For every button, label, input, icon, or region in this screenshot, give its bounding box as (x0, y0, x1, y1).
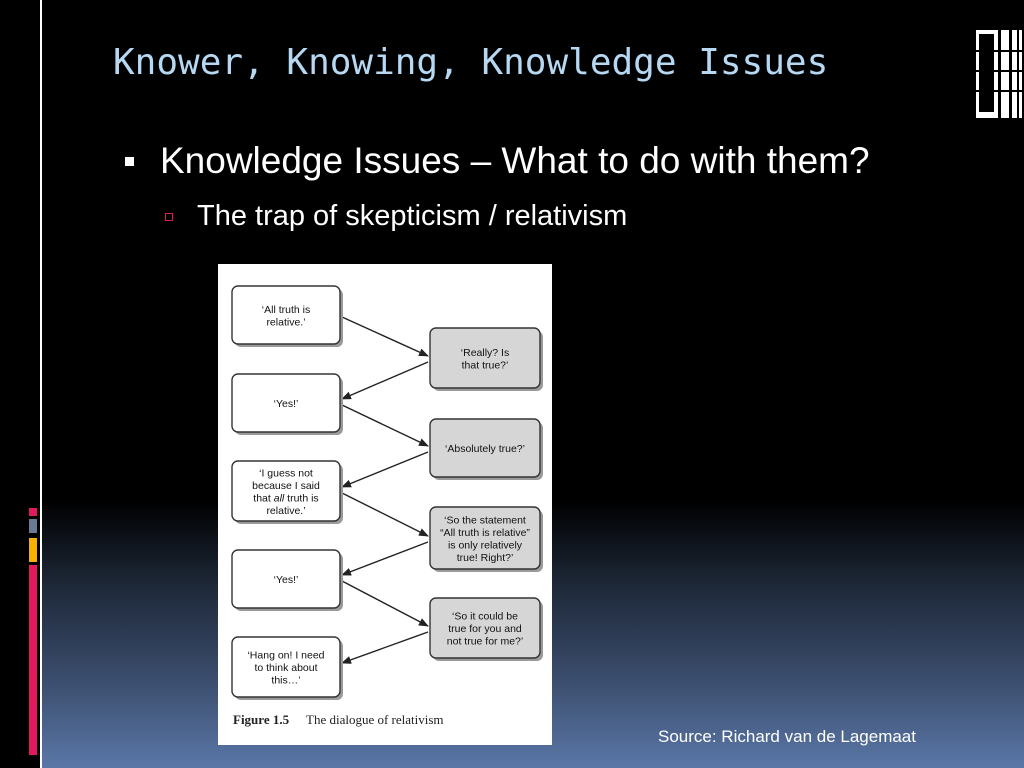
left-dialogue-box-line: ‘Yes!’ (274, 398, 299, 410)
arrow-to-left (341, 631, 429, 664)
arrow-to-left (341, 541, 429, 576)
right-dialogue-box-line: is only relatively (448, 539, 523, 551)
arrow-to-right (341, 492, 429, 537)
left-dialogue-box: ‘Yes!’ (231, 373, 343, 435)
square-bullet-icon (125, 157, 134, 166)
sub-bullet-text: The trap of skepticism / relativism (197, 200, 628, 232)
left-dialogue-box-line: relative.’ (266, 316, 305, 328)
arrow-to-right (341, 404, 429, 447)
right-dialogue-box-line: ‘Really? Is (461, 347, 509, 359)
right-dialogue-box-line: ‘So it could be (452, 611, 518, 623)
right-dialogue-box-line: “All truth is relative” (440, 527, 530, 539)
arrow-to-right (341, 316, 429, 357)
figure-caption-label: Figure 1.5 (233, 712, 290, 727)
arrow-to-left (341, 361, 429, 400)
window-icon (976, 30, 1022, 118)
left-dialogue-box-line: relative.’ (266, 505, 305, 517)
left-dialogue-box: ‘Yes!’ (231, 549, 343, 611)
left-strip-border (40, 0, 42, 768)
right-dialogue-box-line: that true?’ (462, 359, 509, 371)
hollow-bullet-icon (165, 213, 173, 221)
accent-bar-pink-small (29, 508, 37, 516)
figure-caption-text: The dialogue of relativism (306, 712, 444, 727)
arrow-to-right (341, 580, 429, 627)
source-credit: Source: Richard van de Lagemaat (658, 727, 916, 746)
left-dialogue-box-line: ‘Yes!’ (274, 574, 299, 586)
accent-bar-yellow (29, 538, 37, 562)
left-dialogue-box-line: to think about (254, 662, 317, 674)
left-dialogue-box-line: ‘All truth is (262, 304, 310, 316)
left-dialogue-box-line: because I said (252, 480, 320, 492)
left-dialogue-box-line: this…’ (271, 675, 300, 687)
arrow-to-left (341, 451, 429, 488)
left-dialogue-box-line: that all truth is (253, 492, 318, 504)
accent-bar-gray (29, 519, 37, 533)
slide-title: Knower, Knowing, Knowledge Issues (113, 42, 829, 83)
bullet-text: Knowledge Issues – What to do with them? (160, 140, 870, 181)
left-dialogue-box-line: ‘Hang on! I need (247, 650, 324, 662)
right-dialogue-box-line: true! Right?’ (457, 552, 514, 564)
right-dialogue-box-line: ‘Absolutely true?’ (445, 443, 525, 455)
right-dialogue-box-line: true for you and (448, 623, 522, 635)
accent-bar-pink-long (29, 565, 37, 755)
right-dialogue-box-line: ‘So the statement (444, 514, 526, 526)
left-dialogue-box-line: ‘I guess not (259, 467, 313, 479)
right-dialogue-box-line: not true for me?’ (447, 636, 523, 648)
right-dialogue-box: ‘So the statement“All truth is relative”… (429, 506, 543, 572)
right-dialogue-box: ‘Absolutely true?’ (429, 418, 543, 480)
